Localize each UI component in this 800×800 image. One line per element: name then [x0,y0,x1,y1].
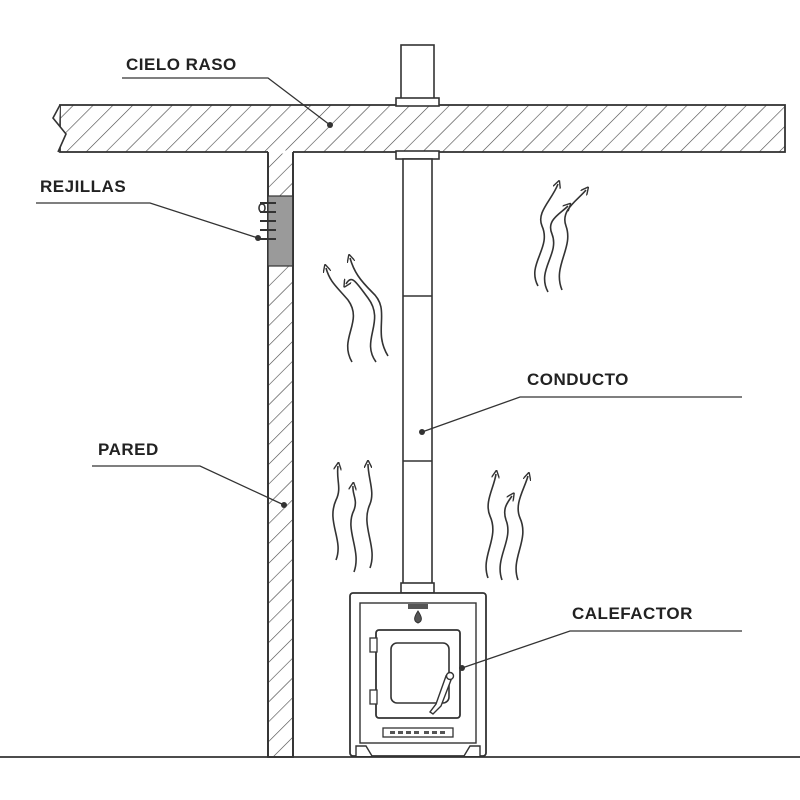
heat-flow-group-lower-left [332,464,373,573]
wavy-up-arrow-icon [367,464,373,569]
label-duct: CONDUCTO [527,370,629,389]
wavy-up-arrow-icon [515,476,528,581]
label-ceiling: CIELO RASO [126,55,237,74]
wavy-up-arrow-icon [350,258,389,357]
wavy-up-arrow-icon [485,474,496,579]
wavy-up-arrow-icon [543,206,568,293]
ceiling-slab [52,104,786,153]
brand-plate [390,731,445,734]
label-vents: REJILLAS [40,177,126,196]
label-heater: CALEFACTOR [572,604,693,623]
heat-flow-group-upper-left [326,258,389,363]
leader-lines [36,77,742,671]
wavy-up-arrow-icon [332,466,339,561]
wavy-up-arrow-icon [326,268,355,363]
heat-flow-group-upper-right [534,184,586,293]
heat-flow-group-lower-right [485,474,528,581]
wavy-up-arrow-icon [346,280,377,363]
wavy-up-arrow-icon [558,190,586,291]
heater-stove [349,592,487,757]
flue-duct [395,44,440,594]
drop-knob-icon [414,610,422,624]
vent-grille [258,195,294,267]
label-wall: PARED [98,440,159,459]
wavy-up-arrow-icon [499,496,512,581]
wavy-up-arrow-icon [351,486,356,573]
wavy-up-arrow-icon [534,184,558,287]
